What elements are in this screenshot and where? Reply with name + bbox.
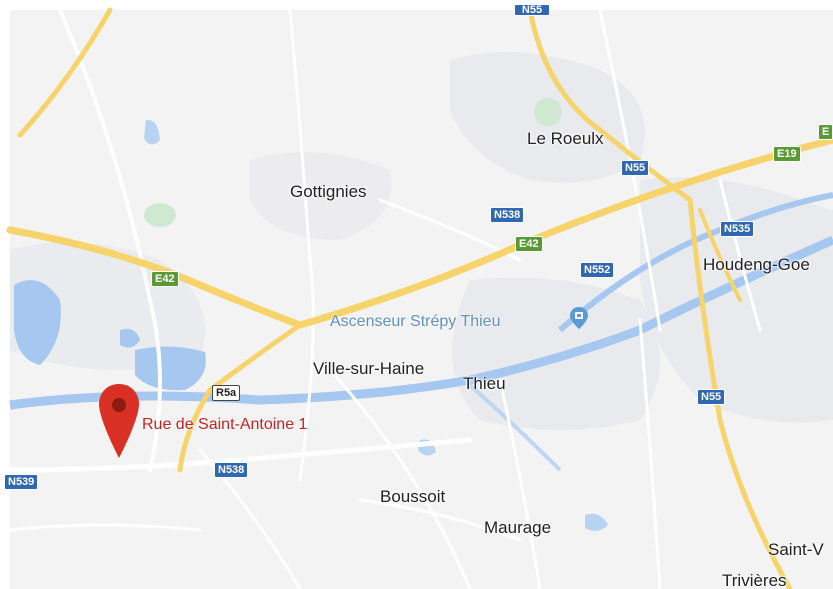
motorway-n55 — [527, 7, 793, 589]
poi-ascenseur-strepy-thieu[interactable]: Ascenseur Strépy Thieu — [330, 313, 501, 330]
place-gottignies: Gottignies — [290, 182, 367, 201]
road-shield-n55-mid: N55 — [621, 160, 650, 176]
pin-address-label[interactable]: Rue de Saint-Antoine 1 — [142, 416, 308, 433]
canal-branch-south — [468, 383, 562, 472]
road-shield-n538-low: N538 — [214, 462, 249, 478]
road-shield-e19-edge: E — [818, 124, 833, 140]
place-boussoit: Boussoit — [380, 487, 446, 506]
lake-west — [14, 280, 61, 365]
lake-centre — [135, 346, 206, 391]
park-gottignies — [144, 203, 176, 227]
motorway-r5a — [177, 322, 303, 473]
motorway-northwest — [17, 7, 113, 138]
pond-east — [585, 513, 608, 531]
pond-small — [120, 328, 140, 348]
place-thieu: Thieu — [463, 374, 506, 393]
place-le-roeulx: Le Roeulx — [527, 129, 604, 148]
road-shield-n552: N552 — [580, 262, 615, 278]
road-shield-e42-mid: E42 — [515, 236, 543, 252]
location-pin-icon[interactable] — [97, 382, 141, 460]
canal-branch-north — [558, 192, 833, 333]
place-trivieres: Trivières — [722, 571, 787, 589]
urban-area-houdeng — [640, 177, 833, 423]
road-shield-n538-top: N538 — [490, 207, 525, 223]
place-ville-sur-haine: Ville-sur-Haine — [313, 359, 425, 378]
road-shield-n55-top: N55 — [514, 4, 550, 16]
road-shield-n535: N535 — [720, 221, 755, 237]
road-shield-r5a: R5a — [212, 385, 241, 401]
road-shield-e42-left: E42 — [151, 271, 179, 287]
road-shield-n55-low: N55 — [697, 389, 726, 405]
motorway-n535 — [698, 208, 742, 302]
road-shield-n539: N539 — [4, 474, 39, 490]
motorway-e42-west — [6, 226, 304, 329]
place-maurage: Maurage — [484, 518, 552, 537]
canal-centre-river — [9, 235, 833, 410]
urban-area-gottignies — [250, 152, 392, 240]
place-saint-vaast: Saint-V — [768, 540, 824, 559]
pond-north — [144, 119, 160, 145]
park-le-roeulx — [534, 98, 562, 126]
minor-roads — [7, 8, 762, 589]
place-houdeng-goegnies: Houdeng-Goe — [703, 255, 810, 274]
road-shield-e19: E19 — [773, 146, 801, 162]
motorways — [6, 7, 833, 589]
museum-pin-icon[interactable] — [569, 306, 589, 330]
